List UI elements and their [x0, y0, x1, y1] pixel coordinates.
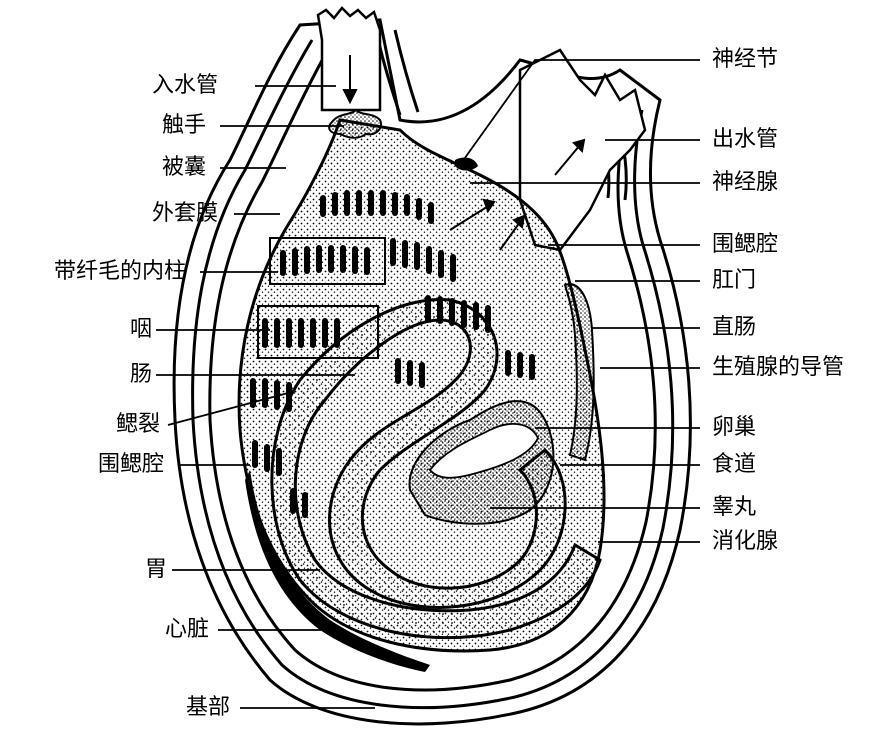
leader-ganglion	[461, 59, 700, 163]
label-rectum: 直肠	[712, 315, 757, 340]
leader-lines-left	[156, 85, 375, 709]
label-atrium-right: 围鳃腔	[712, 232, 779, 257]
label-base: 基部	[186, 695, 231, 720]
label-intestine: 肠	[130, 362, 153, 387]
rectum-shape	[563, 283, 595, 462]
label-mantle: 外套膜	[152, 201, 219, 226]
label-inflow-siphon: 入水管	[152, 73, 219, 98]
label-gonoduct: 生殖腺的导管	[712, 355, 845, 380]
heart-shape	[245, 470, 430, 672]
label-esophagus: 食道	[712, 452, 757, 477]
leader-lines-right	[461, 59, 700, 543]
label-gill-slits: 鳃裂	[116, 412, 161, 437]
leader-gill-slits	[167, 392, 289, 426]
label-tentacles: 触手	[162, 113, 207, 138]
label-neural-gland: 神经腺	[712, 170, 779, 195]
ganglion-shape	[455, 157, 478, 171]
label-ovary: 卵巢	[712, 415, 757, 440]
label-atrium-left: 围鳃腔	[98, 452, 165, 477]
water-flow-arrows	[342, 55, 586, 251]
label-outflow-siphon: 出水管	[712, 127, 779, 152]
ovary-shape	[428, 423, 540, 479]
label-testis: 睾丸	[712, 495, 757, 520]
label-heart: 心脏	[165, 617, 210, 642]
label-anus: 肛门	[712, 268, 757, 293]
label-digestive-gland: 消化腺	[712, 529, 779, 554]
intestine-loop	[270, 298, 602, 640]
label-tunic: 被囊	[162, 155, 207, 180]
label-stomach: 胃	[145, 557, 168, 582]
label-ciliated-column: 带纤毛的内柱	[54, 259, 187, 284]
tentacles-ring	[328, 108, 382, 139]
label-ganglion: 神经节	[712, 47, 779, 72]
label-pharynx: 咽	[130, 317, 153, 342]
